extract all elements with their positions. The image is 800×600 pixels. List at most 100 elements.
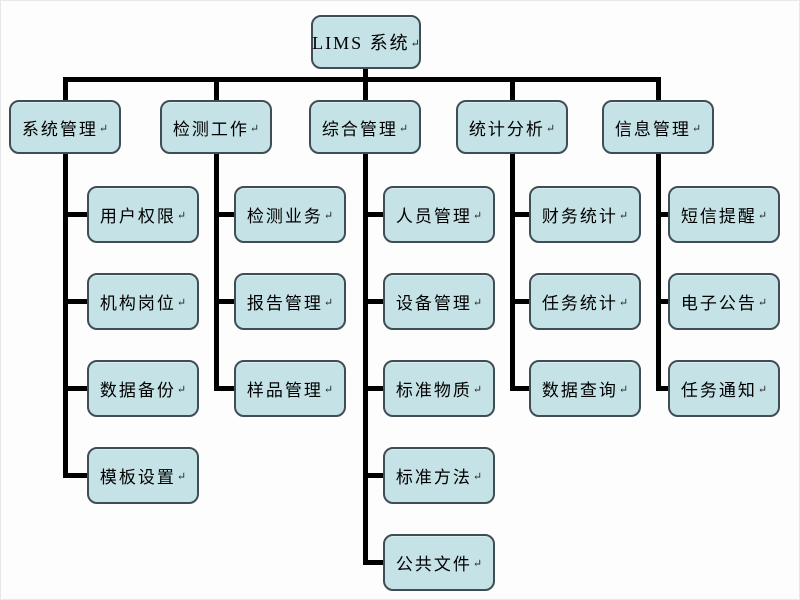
- connector-bus: [63, 77, 661, 82]
- node-child-report-mgmt: 报告管理↵: [234, 273, 346, 330]
- node-child-finance-stats: 财务统计↵: [529, 186, 641, 243]
- branch-label: 统计分析: [468, 119, 545, 139]
- child-label: 报告管理: [246, 294, 323, 313]
- node-child-sample-mgmt: 样品管理↵: [234, 360, 346, 417]
- child-label: 公共文件: [395, 555, 472, 574]
- return-mark-icon: ↵: [618, 210, 629, 222]
- return-mark-icon: ↵: [323, 384, 334, 396]
- connector-trunk-1: [214, 151, 219, 391]
- connector-trunk-4: [656, 151, 661, 391]
- child-label: 任务统计: [541, 294, 618, 313]
- node-child-reference-materials: 标准物质↵: [383, 360, 495, 417]
- child-label: 短信提醒: [680, 207, 757, 226]
- return-mark-icon: ↵: [472, 558, 483, 570]
- child-label: 电子公告: [680, 294, 757, 313]
- connector-stub-3-0: [510, 212, 531, 217]
- return-mark-icon: ↵: [472, 471, 483, 483]
- connector-stub-2-3: [363, 473, 385, 478]
- child-label: 检测业务: [246, 207, 323, 226]
- return-mark-icon: ↵: [176, 384, 187, 396]
- node-branch-info-mgmt: 信息管理↵: [602, 100, 714, 154]
- branch-label: 信息管理: [614, 119, 691, 139]
- branch-label: 系统管理: [21, 119, 98, 139]
- node-child-equipment-mgmt: 设备管理↵: [383, 273, 495, 330]
- return-mark-icon: ↵: [618, 384, 629, 396]
- node-child-public-documents: 公共文件↵: [383, 534, 495, 591]
- child-label: 财务统计: [541, 207, 618, 226]
- child-label: 人员管理: [395, 207, 472, 226]
- connector-stub-0-1: [63, 299, 89, 304]
- connector-trunk-0: [63, 151, 68, 478]
- connector-trunk-2: [363, 151, 368, 565]
- connector-stub-2-1: [363, 299, 385, 304]
- connector-stub-4-0: [656, 212, 670, 217]
- return-mark-icon: ↵: [618, 297, 629, 309]
- connector-stub-2-0: [363, 212, 385, 217]
- child-label: 数据备份: [99, 381, 176, 400]
- connector-root-stub: [363, 67, 368, 82]
- node-branch-testing-work: 检测工作↵: [160, 100, 272, 154]
- return-mark-icon: ↵: [757, 210, 768, 222]
- return-mark-icon: ↵: [472, 210, 483, 222]
- child-label: 数据查询: [541, 381, 618, 400]
- return-mark-icon: ↵: [176, 471, 187, 483]
- node-child-template-setup: 模板设置↵: [87, 447, 199, 504]
- connector-drop-0: [63, 77, 68, 102]
- node-child-user-rights: 用户权限↵: [87, 186, 199, 243]
- connector-stub-2-2: [363, 386, 385, 391]
- node-child-personnel-mgmt: 人员管理↵: [383, 186, 495, 243]
- connector-stub-3-2: [510, 386, 531, 391]
- node-branch-statistics: 统计分析↵: [456, 100, 568, 154]
- return-mark-icon: ↵: [691, 122, 702, 135]
- return-mark-icon: ↵: [176, 297, 187, 309]
- child-label: 模板设置: [99, 468, 176, 487]
- return-mark-icon: ↵: [398, 122, 409, 135]
- connector-stub-1-2: [214, 386, 236, 391]
- node-child-data-backup: 数据备份↵: [87, 360, 199, 417]
- child-label: 样品管理: [246, 381, 323, 400]
- connector-trunk-3: [510, 151, 515, 391]
- connector-drop-2: [363, 77, 368, 102]
- child-label: 用户权限: [99, 207, 176, 226]
- return-mark-icon: ↵: [410, 37, 420, 50]
- node-child-task-stats: 任务统计↵: [529, 273, 641, 330]
- child-label: 标准方法: [395, 468, 472, 487]
- node-child-data-query: 数据查询↵: [529, 360, 641, 417]
- branch-label: 检测工作: [172, 119, 249, 139]
- connector-stub-1-0: [214, 212, 236, 217]
- connector-drop-3: [510, 77, 515, 102]
- return-mark-icon: ↵: [323, 297, 334, 309]
- node-child-task-notification: 任务通知↵: [668, 360, 780, 417]
- connector-stub-3-1: [510, 299, 531, 304]
- return-mark-icon: ↵: [249, 122, 260, 135]
- branch-label: 综合管理: [321, 119, 398, 139]
- return-mark-icon: ↵: [545, 122, 556, 135]
- return-mark-icon: ↵: [472, 384, 483, 396]
- node-child-sms-reminder: 短信提醒↵: [668, 186, 780, 243]
- child-label: 任务通知: [680, 381, 757, 400]
- child-label: 标准物质: [395, 381, 472, 400]
- return-mark-icon: ↵: [176, 210, 187, 222]
- return-mark-icon: ↵: [472, 297, 483, 309]
- return-mark-icon: ↵: [757, 297, 768, 309]
- connector-stub-1-1: [214, 299, 236, 304]
- connector-stub-0-2: [63, 386, 89, 391]
- node-child-e-bulletin: 电子公告↵: [668, 273, 780, 330]
- node-branch-system-mgmt: 系统管理↵: [9, 100, 121, 154]
- connector-stub-4-2: [656, 386, 670, 391]
- connector-stub-2-4: [363, 560, 385, 565]
- child-label: 机构岗位: [99, 294, 176, 313]
- connector-stub-4-1: [656, 299, 670, 304]
- connector-stub-0-3: [63, 473, 89, 478]
- node-branch-general-mgmt: 综合管理↵: [309, 100, 421, 154]
- return-mark-icon: ↵: [98, 122, 109, 135]
- return-mark-icon: ↵: [757, 384, 768, 396]
- node-root: LIMS 系统↵: [311, 15, 421, 69]
- node-child-testing-business: 检测业务↵: [234, 186, 346, 243]
- connector-stub-0-0: [63, 212, 89, 217]
- connector-drop-1: [214, 77, 219, 102]
- node-root-label: LIMS 系统: [312, 33, 410, 53]
- child-label: 设备管理: [395, 294, 472, 313]
- node-child-standard-methods: 标准方法↵: [383, 447, 495, 504]
